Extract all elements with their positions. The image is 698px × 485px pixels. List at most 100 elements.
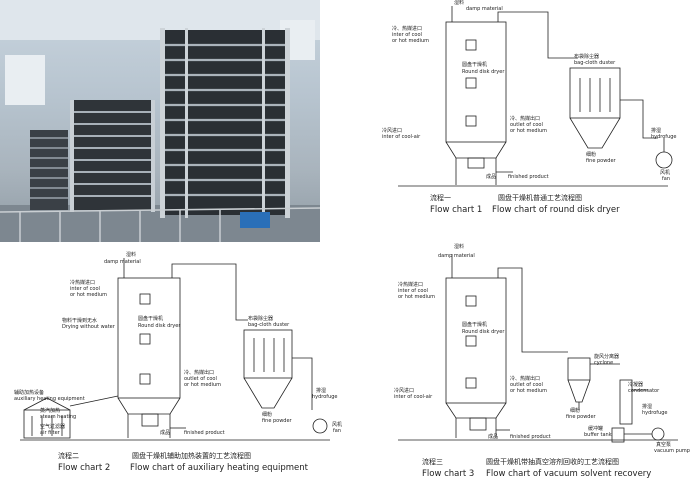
blue-motor — [240, 212, 270, 228]
fc2-duster-en: bag-cloth duster — [248, 322, 290, 328]
fc1-cap-title: 圆盘干燥机普通工艺流程图 — [498, 193, 582, 202]
fan-circle — [312, 418, 328, 434]
fan-circle — [655, 151, 673, 169]
fc1-cap-title-en: Flow chart of round disk dryer — [492, 205, 620, 215]
fc2-cap-title-en: Flow chart of auxiliary heating equipmen… — [130, 463, 309, 473]
fc3-coolin-en: inter of cool-air — [394, 394, 433, 400]
fc1-powder-en: fine powder — [586, 158, 617, 164]
cyclone — [567, 357, 591, 381]
fc2-hydro-en: hydrofuge — [312, 394, 338, 400]
fc1-coolin-cn: 冷风进口 — [382, 127, 402, 134]
dryer-small — [30, 130, 68, 210]
dryer-photo-illustration — [0, 0, 321, 242]
fc1-product-en: finished product — [508, 174, 549, 180]
fc3-cyclone-en: cyclone — [594, 360, 613, 366]
flow-chart-3-diagram: 湿料 damp material 冷热媒进口 inter of cool or … — [394, 243, 690, 479]
fc1-dryer-cn: 圆盘干燥机 — [462, 61, 487, 68]
fc2-powder-cn: 细粉 — [262, 411, 272, 418]
fc1-product-cn: 成品 — [486, 173, 496, 180]
fc3-dryer-en: Round disk dryer — [462, 329, 505, 335]
fc2-fan-cn: 风机 — [332, 421, 342, 428]
fc2-inlet-en2: or hot medium — [70, 292, 107, 298]
fc2-hydro-cn: 排湿 — [316, 387, 326, 394]
fc2-filter-en: air filter — [40, 430, 61, 436]
fc2-filter-cn: 空气过滤器 — [40, 423, 65, 430]
fc2-product-en: finished product — [184, 430, 225, 436]
fc3-cap-num: 流程三 — [422, 457, 443, 466]
fc3-cond-en: condensator — [628, 388, 660, 394]
fc1-hydro-cn: 排湿 — [651, 127, 661, 134]
fc2-product-cn: 成品 — [160, 429, 170, 436]
fc1-outlet-en1: outlet of cool — [510, 122, 543, 128]
fc3-inlet-cn: 冷热媒进口 — [398, 281, 423, 288]
fc2-steam-cn: 蒸汽加热 — [40, 407, 60, 414]
fc1-fan-cn: 风机 — [660, 169, 670, 176]
fc2-nowater-en: Drying without water — [62, 324, 116, 330]
fc3-cond-cn: 冷凝器 — [628, 381, 643, 388]
fc1-outlet-cn: 冷、热媒出口 — [510, 115, 540, 122]
fc2-outlet-en1: outlet of cool — [184, 376, 217, 382]
fc1-cap-num-en: Flow chart 1 — [430, 205, 482, 215]
fc3-buffer-cn: 缓冲罐 — [588, 425, 603, 432]
fc2-dryer-en: Round disk dryer — [138, 323, 181, 329]
fc3-cap-num-en: Flow chart 3 — [422, 469, 474, 479]
fc3-inlet-en1: inter of cool — [398, 288, 428, 294]
fc1-inlet-en1: inter of cool — [392, 32, 422, 38]
fc2-duster-cn: 布袋除尘器 — [248, 315, 273, 322]
fc2-fan-en: fan — [333, 428, 341, 434]
fc3-vacuum-cn: 真空泵 — [656, 441, 671, 448]
fc3-damp-en: damp material — [438, 253, 475, 259]
fc3-cap-title: 圆盘干燥机带抽真空溶剂回收的工艺流程图 — [486, 457, 619, 466]
fc2-cap-title: 圆盘干燥机辅助加热装置的工艺流程图 — [132, 451, 251, 460]
flow-chart-3: 湿料 damp material 冷热媒进口 inter of cool or … — [358, 240, 698, 481]
fc3-cyclone-cn: 旋风分离器 — [594, 353, 619, 360]
fc2-nowater-cn: 物料干燥到无水 — [62, 317, 97, 324]
flow-chart-2-diagram: 湿料 damp material 冷热媒进口 inter of cool or … — [14, 251, 342, 473]
fc1-fan-en: fan — [662, 176, 670, 182]
fc3-outlet-en2: or hot medium — [510, 388, 547, 394]
fc3-outlet-en1: outlet of cool — [510, 382, 543, 388]
condensator — [619, 379, 633, 425]
fc3-dryer-cn: 圆盘干燥机 — [462, 321, 487, 328]
dryer-tower — [117, 277, 181, 399]
fc3-product-en: finished product — [510, 434, 551, 440]
fc1-duster-en: bag-cloth duster — [574, 60, 616, 66]
fc3-vacuum-en: vacuum pump — [654, 448, 690, 454]
fc1-cap-num: 流程一 — [430, 193, 451, 202]
dryer-medium — [70, 100, 155, 212]
vacuum-pump — [651, 427, 665, 441]
buffer-tank — [611, 427, 625, 443]
flow-chart-1: 湿料 damp material 冷、热媒进口 inter of cool or… — [368, 0, 698, 225]
fc3-buffer-en: buffer tank — [584, 432, 612, 438]
fc3-outlet-cn: 冷、热媒出口 — [510, 375, 540, 382]
dryer-photo — [0, 0, 321, 242]
fc1-dryer-en: Round disk dryer — [462, 69, 505, 75]
fc2-aux-cn: 辅助加热设备 — [14, 389, 44, 396]
fc1-inlet-cn: 冷、热媒进口 — [392, 25, 422, 32]
fc1-inlet-en2: or hot medium — [392, 38, 429, 44]
fc3-powder-cn: 细粉 — [570, 407, 580, 414]
flow-chart-2: 湿料 damp material 冷热媒进口 inter of cool or … — [0, 250, 345, 481]
fc2-cap-num: 流程二 — [58, 451, 79, 460]
fc3-product-cn: 成品 — [488, 433, 498, 440]
flow-chart-1-diagram: 湿料 damp material 冷、热媒进口 inter of cool or… — [382, 0, 677, 215]
fc1-powder-cn: 细粉 — [586, 151, 596, 158]
fc1-coolin-en: inter of cool-air — [382, 134, 421, 140]
fc2-outlet-en2: or hot medium — [184, 382, 221, 388]
dryer-tower — [445, 277, 507, 404]
fc2-dryer-cn: 圆盘干燥机 — [138, 315, 163, 322]
fc1-damp-cn: 湿料 — [454, 0, 464, 6]
bag-duster — [569, 67, 621, 119]
fc2-aux-en: auxiliary heating equipment — [14, 396, 85, 402]
fc2-steam-en: steam heating — [40, 414, 76, 420]
fc1-outlet-en2: or hot medium — [510, 128, 547, 134]
bag-duster — [243, 329, 293, 379]
fc3-inlet-en2: or hot medium — [398, 294, 435, 300]
fc3-cap-title-en: Flow chart of vacuum solvent recovery — [486, 469, 651, 479]
aux-heater — [23, 409, 71, 439]
fc1-duster-cn: 布袋除尘器 — [574, 53, 599, 60]
dryer-tower — [445, 21, 507, 143]
fc2-powder-en: fine powder — [262, 418, 293, 424]
dryer-large — [160, 28, 290, 218]
fc3-hydro-en: hydrofuge — [642, 410, 668, 416]
